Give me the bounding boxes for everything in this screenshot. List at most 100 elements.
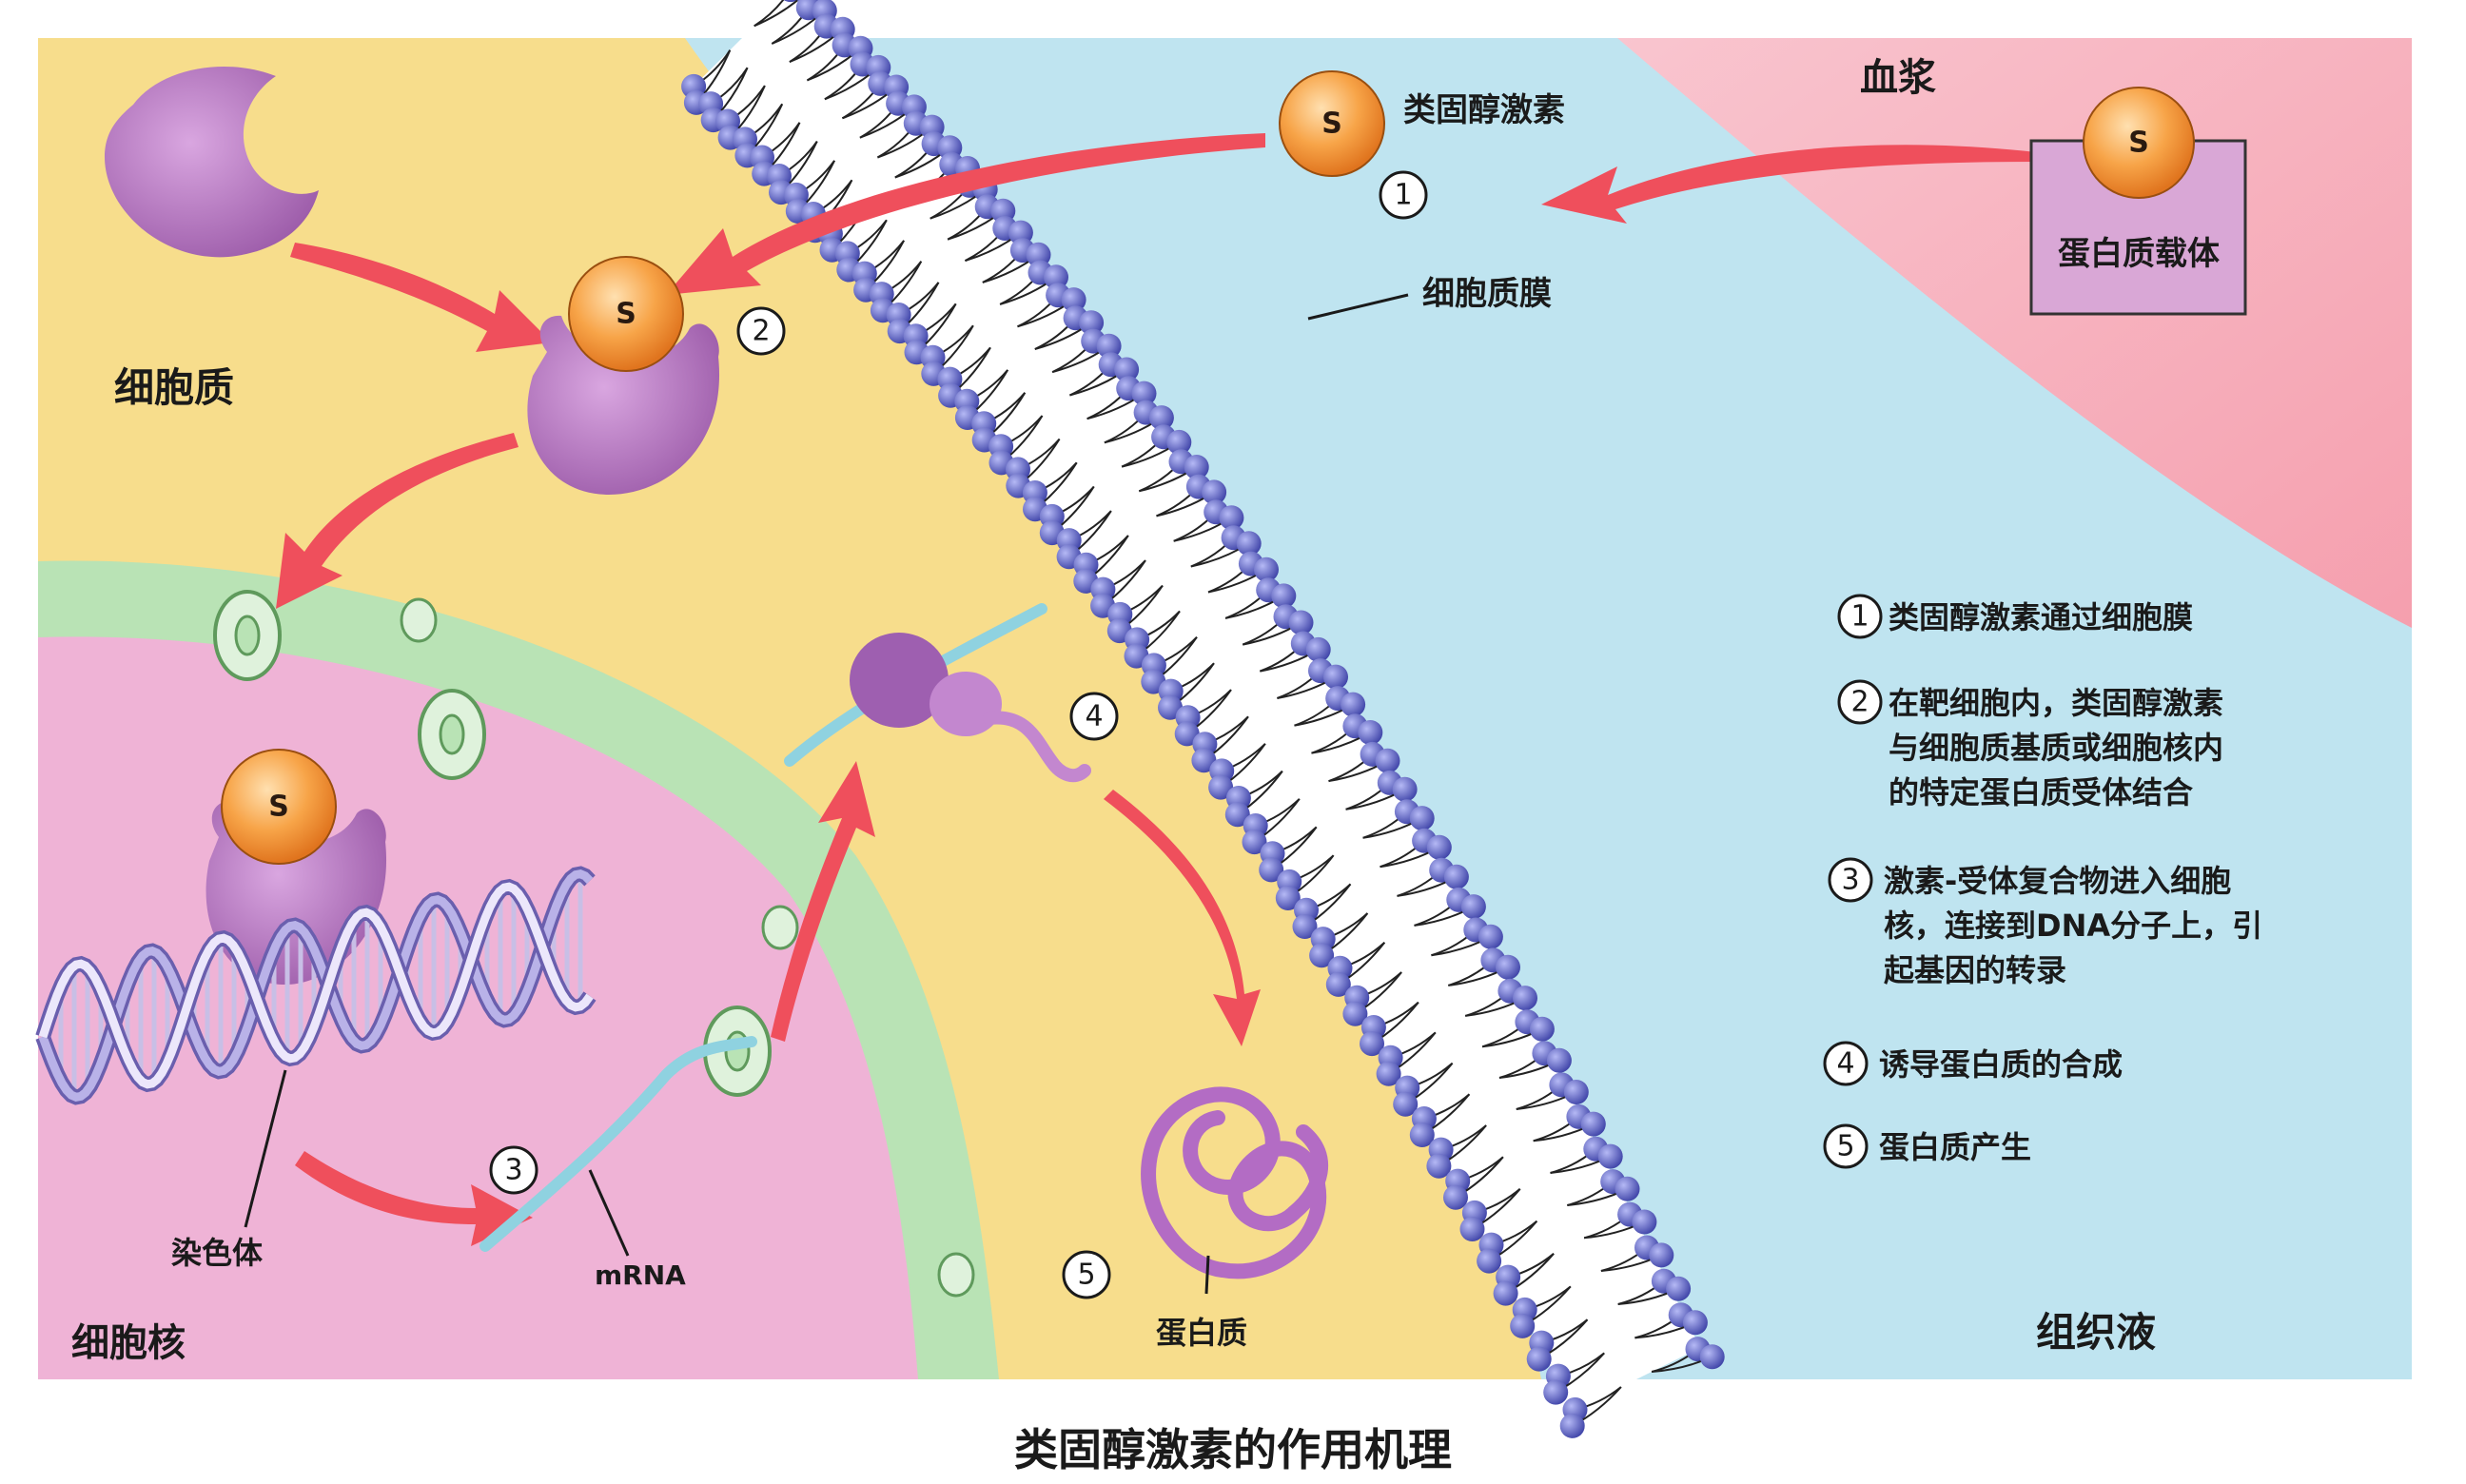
phosphate-head [1632, 1209, 1657, 1235]
chromosome-dna-helix [35, 866, 597, 1105]
plasma-label: 血浆 [1860, 56, 1936, 100]
svg-text:S: S [1321, 107, 1342, 141]
phosphate-head [1563, 1080, 1589, 1104]
phosphate-head [1292, 914, 1318, 939]
phosphate-head [1460, 894, 1486, 920]
phosphate-head [1219, 505, 1244, 531]
phosphate-head [1148, 405, 1174, 431]
phosphate-head [1288, 610, 1314, 635]
phosphate-head [1309, 943, 1335, 968]
svg-text:3: 3 [504, 1154, 522, 1187]
nuclear-pore-small [761, 905, 799, 950]
phosphate-head [1079, 310, 1105, 336]
phosphate-head [1202, 479, 1227, 505]
phosphate-head [1559, 1413, 1585, 1438]
phosphate-head [1477, 1248, 1502, 1274]
chromosome-leader-line [244, 1069, 287, 1228]
arrow-mrna-to-ribosome [771, 761, 875, 1042]
phosphate-head [1026, 242, 1051, 267]
svg-text:在靶细胞内，类固醇激素: 在靶细胞内，类固醇激素 [1889, 685, 2223, 721]
steroid-hormone [1279, 70, 1385, 177]
lipid-tail [754, 0, 800, 28]
phosphate-head [1166, 429, 1192, 455]
phosphate-head [1114, 357, 1140, 382]
phosphate-head [1393, 1091, 1419, 1117]
nucleus-label: 细胞核 [71, 1321, 186, 1365]
nuclear-pore-channel [439, 713, 465, 755]
legend-item-2: 2 在靶细胞内，类固醇激素 与细胞质基质或细胞核内 的特定蛋白质受体结合 [1837, 679, 2223, 810]
mrna-label: mRNA [595, 1259, 686, 1291]
phosphate-head [1478, 924, 1503, 949]
svg-text:蛋白质产生: 蛋白质产生 [1879, 1129, 2031, 1165]
phosphate-head [1271, 583, 1297, 609]
svg-text:S: S [2128, 127, 2149, 160]
arrow-ribosome-to-protein [1104, 790, 1261, 1046]
cytoplasm-label: 细胞质 [114, 364, 234, 411]
phosphate-head [1184, 455, 1209, 479]
tissue-fluid-label: 组织液 [2036, 1309, 2156, 1356]
phosphate-head [1649, 1242, 1674, 1268]
arrow-chromosome-to-mrna [295, 1151, 533, 1246]
svg-text:诱导蛋白质的合成: 诱导蛋白质的合成 [1879, 1046, 2123, 1083]
phosphate-head [1342, 1001, 1368, 1026]
step-marker-1: 1 [1379, 170, 1428, 220]
phosphate-head [1323, 664, 1348, 690]
phosphate-head [1443, 1184, 1468, 1210]
phosphate-head [1513, 986, 1537, 1011]
phosphate-head [1096, 333, 1122, 359]
phosphate-head [1242, 830, 1267, 855]
phosphate-head [1275, 886, 1301, 910]
phosphate-head [1443, 864, 1469, 889]
phosphate-head [1208, 774, 1234, 800]
phosphate-head [1426, 834, 1452, 860]
svg-text:2: 2 [752, 315, 770, 348]
phosphate-head [1409, 1123, 1435, 1147]
phosphate-head [1376, 1061, 1401, 1086]
phosphate-head [1341, 692, 1366, 717]
dna-strand-a-highlight [38, 869, 594, 1102]
svg-text:1: 1 [1850, 600, 1869, 634]
ribosome-small [930, 672, 1002, 736]
nascent-polypeptide [983, 711, 1091, 783]
svg-text:激素-受体复合物进入细胞: 激素-受体复合物进入细胞 [1884, 863, 2231, 899]
ribosome-large [850, 633, 949, 728]
svg-text:3: 3 [1841, 864, 1859, 897]
phosphate-head [1224, 802, 1250, 828]
nuclear-pore-small [937, 1252, 975, 1298]
phosphate-head [1305, 636, 1331, 662]
phosphate-head [1131, 381, 1157, 406]
svg-text:2: 2 [1850, 686, 1869, 719]
legend-item-5: 5 蛋白质产生 [1823, 1123, 2031, 1169]
svg-text:核，连接到DNA分子上，引: 核，连接到DNA分子上，引 [1884, 908, 2262, 944]
cell-membrane-label: 细胞质膜 [1422, 275, 1552, 313]
protein-carrier-label: 蛋白质载体 [2058, 235, 2220, 273]
svg-text:5: 5 [1836, 1130, 1854, 1163]
svg-text:4: 4 [1836, 1047, 1854, 1081]
hormone-on-carrier [2083, 87, 2195, 199]
phosphate-head [1496, 954, 1520, 980]
arrow-complex-to-nucleus [276, 433, 519, 609]
svg-text:的特定蛋白质受体结合: 的特定蛋白质受体结合 [1889, 774, 2193, 810]
arrow-hormone-into-cell [666, 133, 1265, 295]
mrna-leader-line [588, 1169, 630, 1257]
phosphate-head [1546, 1047, 1572, 1073]
phosphate-head [1510, 1313, 1536, 1338]
legend-item-4: 4 诱导蛋白质的合成 [1823, 1041, 2123, 1086]
phosphate-head [1666, 1276, 1692, 1301]
flow-arrows [276, 133, 2036, 1246]
nuclear-pore-small [400, 597, 438, 643]
free-receptor [105, 67, 319, 258]
phosphate-head [1699, 1344, 1725, 1370]
folded-protein [1141, 1086, 1328, 1279]
step-marker-3: 3 [489, 1145, 538, 1195]
figure-caption: 类固醇激素的作用机理 [1014, 1424, 1452, 1475]
protein-carrier-group: S 蛋白质载体 [2029, 87, 2247, 316]
phosphate-head [1426, 1153, 1452, 1179]
protein-leader-line [1204, 1255, 1210, 1295]
chromosome-label: 染色体 [171, 1235, 263, 1271]
bound-hormone-nucleus [221, 749, 337, 865]
nuclear-pore-channel [234, 615, 261, 656]
phosphate-head [1493, 1280, 1518, 1306]
steroid-hormone-label: 类固醇激素 [1403, 91, 1565, 129]
phosphate-head [1597, 1143, 1623, 1169]
